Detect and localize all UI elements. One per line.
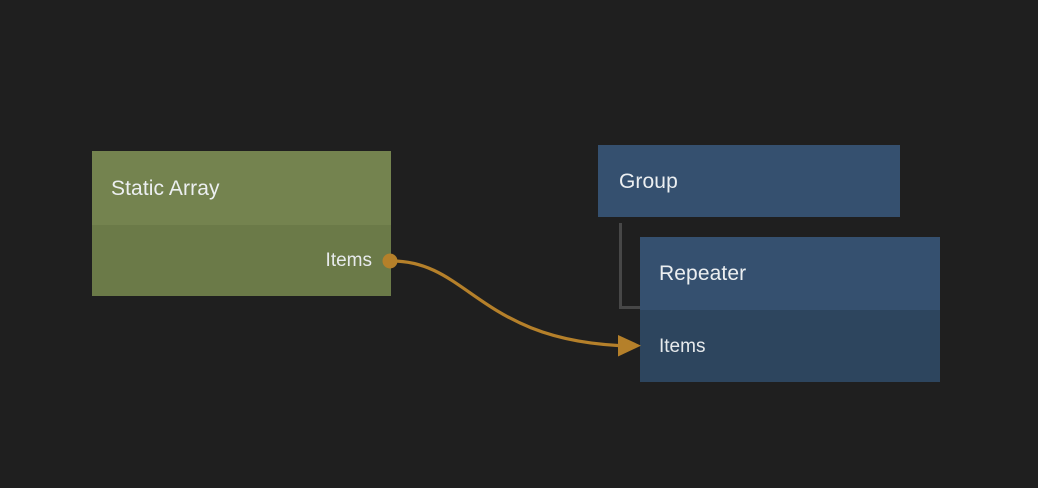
- arrowhead-icon: [618, 335, 641, 357]
- node-repeater-body: Items: [640, 310, 940, 382]
- node-group-title: Group: [619, 169, 678, 193]
- node-static-array-title: Static Array: [111, 176, 220, 200]
- node-repeater-title: Repeater: [659, 262, 747, 285]
- port-row-items-input[interactable]: Items: [640, 310, 940, 382]
- node-repeater-header[interactable]: Repeater: [640, 237, 940, 310]
- port-row-items-output[interactable]: Items: [92, 225, 391, 296]
- node-repeater[interactable]: Repeater Items: [640, 237, 940, 382]
- connection-curve: [390, 259, 636, 348]
- node-static-array-header[interactable]: Static Array: [92, 151, 391, 225]
- node-static-array-body: Items: [92, 225, 391, 296]
- node-group-header[interactable]: Group: [598, 145, 900, 217]
- port-label-items-input: Items: [659, 335, 706, 357]
- port-label-items-output: Items: [325, 250, 372, 271]
- node-static-array[interactable]: Static Array Items: [92, 151, 391, 296]
- node-group[interactable]: Group: [598, 145, 900, 217]
